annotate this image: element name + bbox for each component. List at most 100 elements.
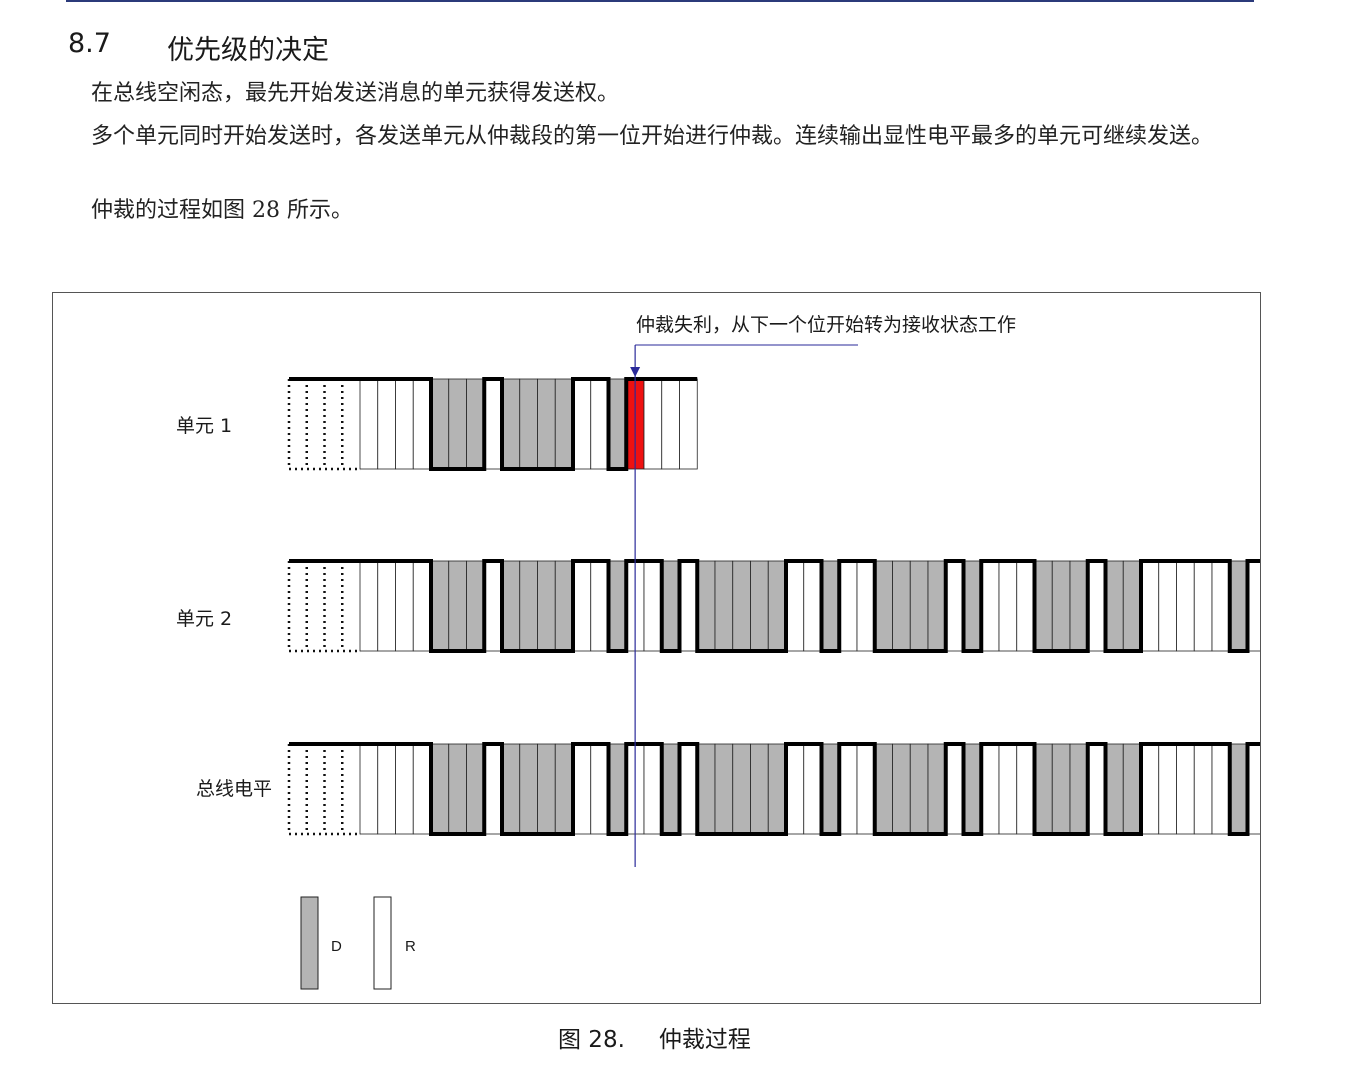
bit-cell xyxy=(980,743,1000,835)
section-number: 8.7 xyxy=(68,28,111,59)
legend-recessive-box xyxy=(373,896,392,990)
figure-caption: 图 28.仲裁过程 xyxy=(558,1020,751,1054)
bit-cell xyxy=(785,743,805,835)
bit-cell xyxy=(1140,560,1160,652)
legend-label-dominant: D xyxy=(331,938,342,955)
bit-cell xyxy=(750,743,769,835)
bit-cell xyxy=(412,560,432,652)
bit-cell xyxy=(448,378,467,470)
bit-cell xyxy=(412,743,432,835)
bit-cell xyxy=(1087,560,1106,652)
bit-cell xyxy=(537,560,556,652)
bit-cell xyxy=(892,743,911,835)
bit-cell xyxy=(963,743,982,835)
bit-cell xyxy=(519,560,538,652)
bit-cell xyxy=(466,743,485,835)
paragraph-1: 在总线空闲态，最先开始发送消息的单元获得发送权。 xyxy=(91,81,620,106)
bit-cell xyxy=(554,560,574,652)
bit-cell xyxy=(874,560,893,652)
bit-cell xyxy=(572,560,592,652)
bit-cell xyxy=(519,743,538,835)
bit-cell xyxy=(963,560,982,652)
bit-cell xyxy=(1211,743,1231,835)
bit-cell xyxy=(519,378,538,470)
bit-cell xyxy=(590,378,609,470)
bit-cell xyxy=(359,560,379,652)
bit-cell xyxy=(643,378,663,470)
bit-cell xyxy=(1016,743,1035,835)
bit-cell xyxy=(980,560,1000,652)
bit-cell xyxy=(359,743,379,835)
bit-cell xyxy=(714,560,734,652)
bit-cell xyxy=(838,560,858,652)
bit-cell xyxy=(1105,560,1124,652)
figure-frame: 仲裁失利，从下一个位开始转为接收状态工作 单元 1 单元 2 总线电平 D R xyxy=(52,292,1261,1004)
bit-cell xyxy=(554,743,574,835)
bit-cell xyxy=(838,743,858,835)
bit-cell xyxy=(661,743,680,835)
bit-cell xyxy=(1140,743,1160,835)
bit-cell xyxy=(696,560,716,652)
bit-cell xyxy=(377,743,396,835)
bit-cell xyxy=(661,560,680,652)
bit-cell xyxy=(377,378,396,470)
marker-arrow-icon xyxy=(630,367,641,377)
bit-cell xyxy=(483,560,503,652)
bit-cell xyxy=(1122,743,1142,835)
bit-cell xyxy=(466,560,485,652)
bit-cell xyxy=(537,378,556,470)
bit-cell xyxy=(714,743,734,835)
bit-cell xyxy=(803,560,822,652)
bit-cell xyxy=(501,560,521,652)
bit-cell xyxy=(661,378,680,470)
bit-cell xyxy=(732,743,751,835)
bit-cell xyxy=(785,560,805,652)
bit-cell xyxy=(395,378,414,470)
bit-cell xyxy=(927,560,947,652)
bit-cell xyxy=(821,743,840,835)
bit-cell xyxy=(643,743,663,835)
bit-cell xyxy=(430,378,450,470)
annotation-text: 仲裁失利，从下一个位开始转为接收状态工作 xyxy=(636,314,1017,336)
bit-cell xyxy=(412,378,432,470)
bit-cell xyxy=(856,743,876,835)
bit-cell xyxy=(803,743,822,835)
bit-cell xyxy=(750,560,769,652)
bit-cell xyxy=(821,560,840,652)
legend-dominant-box xyxy=(300,896,319,990)
bit-cell xyxy=(696,743,716,835)
bit-cell xyxy=(909,560,929,652)
paragraph-2: 多个单元同时开始发送时，各发送单元从仲裁段的第一位开始进行仲裁。连续输出显性电平… xyxy=(91,124,1214,149)
bit-cell xyxy=(1087,743,1106,835)
bit-cell xyxy=(1105,743,1124,835)
bit-cell xyxy=(679,378,698,470)
waveform-line xyxy=(289,377,698,471)
bit-cell xyxy=(466,378,485,470)
bit-cell xyxy=(1069,743,1089,835)
bit-cell xyxy=(998,743,1018,835)
bit-cell xyxy=(572,743,592,835)
bit-cell xyxy=(448,743,467,835)
bit-cell xyxy=(1016,560,1035,652)
bit-cell xyxy=(590,743,609,835)
bit-cell xyxy=(430,560,450,652)
bit-cell xyxy=(1193,743,1213,835)
bit-cell xyxy=(1034,743,1053,835)
bit-cell xyxy=(608,378,627,470)
bit-cell xyxy=(1229,560,1248,652)
bit-cell xyxy=(1211,560,1231,652)
bit-cell xyxy=(395,743,414,835)
bit-cell xyxy=(874,743,893,835)
paragraph-3: 仲裁的过程如图 28 所示。 xyxy=(91,198,353,223)
bit-cell xyxy=(1176,743,1195,835)
legend-label-recessive: R xyxy=(405,938,416,955)
bit-cell xyxy=(643,560,663,652)
bit-cell xyxy=(856,560,876,652)
bit-cell xyxy=(998,560,1018,652)
bit-cell xyxy=(1229,743,1248,835)
waveform-line xyxy=(289,742,1260,836)
bit-cell xyxy=(767,560,787,652)
bit-cell xyxy=(945,560,964,652)
bit-cell xyxy=(1122,560,1142,652)
bit-cell xyxy=(1069,560,1089,652)
